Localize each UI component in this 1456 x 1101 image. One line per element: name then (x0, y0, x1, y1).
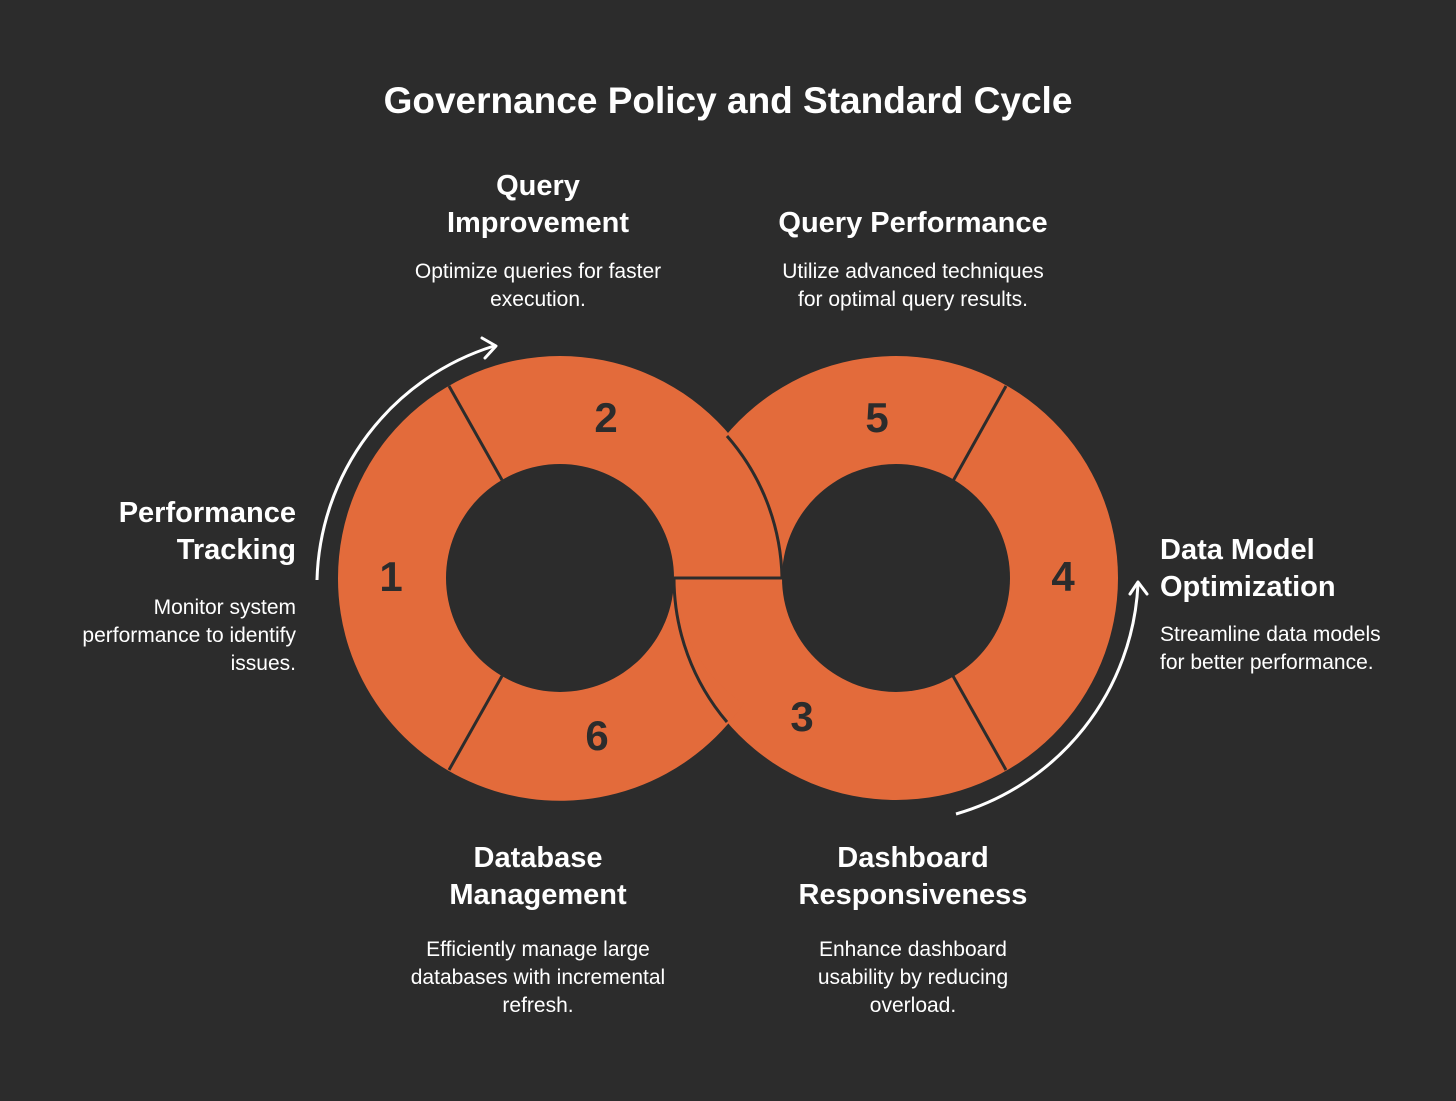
step-title: Data Model Optimization (1160, 534, 1336, 603)
step-description: Enhance dashboard usability by reducing … (817, 938, 1009, 1017)
divider-1-2 (447, 385, 504, 481)
segment-number-5: 5 (865, 394, 888, 441)
divider-1-6 (447, 675, 504, 771)
step-query-improvement: Query Improvement Optimize queries for f… (383, 168, 693, 314)
step-query-performance: Query Performance Utilize advanced techn… (748, 205, 1078, 314)
step-database-management: Database Management Efficiently manage l… (383, 840, 693, 1020)
step-description: Optimize queries for faster execution. (414, 260, 662, 311)
step-description: Efficiently manage large databases with … (410, 938, 666, 1017)
segment-number-6: 6 (585, 712, 608, 759)
diagram-title: Governance Policy and Standard Cycle (383, 80, 1073, 121)
step-dashboard-responsiveness: Dashboard Responsiveness Enhance dashboa… (748, 840, 1078, 1020)
step-title: Dashboard Responsiveness (798, 842, 1028, 911)
right-ring-fill (674, 356, 1118, 800)
left-ring-bottom-half (337, 578, 744, 801)
overlap-edge-bottom (672, 577, 729, 723)
step-title: Query Improvement (446, 170, 630, 239)
arrow-right-arc (955, 583, 1140, 816)
arrow-right-head-icon (1128, 580, 1149, 596)
right-ring (674, 356, 1118, 800)
left-ring (337, 356, 784, 801)
step-performance-tracking: Performance Tracking Monitor system perf… (40, 495, 296, 678)
segment-number-1: 1 (379, 553, 402, 600)
step-description: Monitor system performance to identify i… (82, 596, 296, 675)
overlap-edge-top (725, 435, 784, 579)
divider-5-4 (951, 385, 1008, 482)
step-description: Streamline data models for better perfor… (1160, 623, 1381, 674)
segment-number-2: 2 (594, 394, 617, 441)
segment-number-3: 3 (790, 693, 813, 740)
step-data-model-optimization: Data Model Optimization Streamline data … (1160, 532, 1440, 677)
step-title: Database Management (449, 842, 627, 911)
arrow-left-head-icon (480, 336, 498, 360)
step-title: Performance Tracking (118, 497, 296, 566)
step-description: Utilize advanced techniques for optimal … (782, 260, 1044, 311)
segment-number-4: 4 (1051, 553, 1075, 600)
step-title: Query Performance (778, 207, 1048, 239)
arrow-left-arc (315, 344, 495, 581)
divider-4-3 (951, 675, 1008, 771)
left-ring-top-half (338, 356, 782, 578)
